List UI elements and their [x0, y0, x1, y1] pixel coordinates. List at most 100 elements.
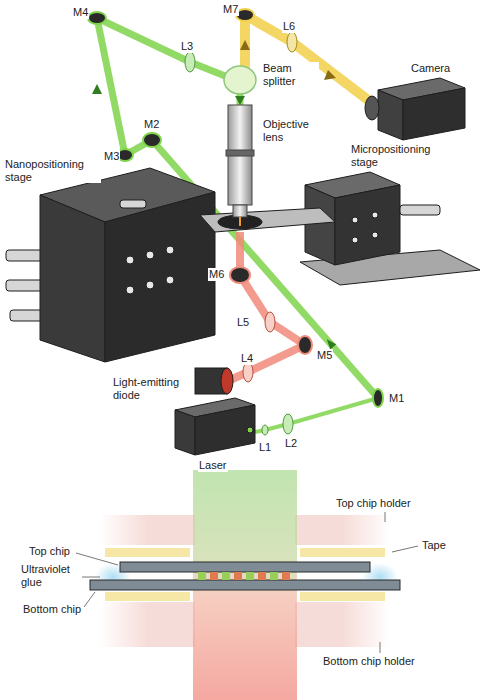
part-label: M3	[103, 150, 120, 163]
nanopositioning-stage	[6, 168, 215, 362]
chip-holder	[100, 602, 195, 647]
grating	[198, 572, 206, 580]
part-label: M5	[316, 349, 333, 362]
part-label: Ultraviolet glue	[20, 563, 82, 588]
part-label: M1	[388, 392, 405, 405]
grating	[258, 572, 266, 580]
part-label: Camera	[410, 62, 451, 75]
part-label: Laser	[198, 459, 228, 472]
led-beam	[230, 232, 305, 380]
part-label: L3	[180, 40, 194, 53]
grating	[246, 572, 254, 580]
laser	[175, 410, 195, 455]
chip	[90, 580, 400, 590]
part-label: Top chip	[28, 545, 71, 558]
lens	[265, 312, 275, 332]
mirror	[373, 389, 383, 407]
part-label: Micropositioning stage	[350, 143, 452, 168]
beam-arrow	[324, 70, 336, 80]
imaging-beam	[245, 15, 368, 100]
micropositioning-stage	[372, 232, 378, 238]
chip	[120, 562, 370, 572]
micropositioning-stage	[335, 185, 400, 265]
sample-plate	[200, 208, 335, 232]
part-label: Bottom chip holder	[322, 655, 416, 668]
leader-line	[380, 642, 381, 653]
beam-splitter	[224, 66, 256, 94]
nanopositioning-stage	[126, 286, 134, 294]
beam-arrow	[240, 40, 250, 50]
mirror	[88, 9, 383, 407]
part-label: L6	[282, 20, 296, 33]
nanopositioning-stage	[166, 276, 174, 284]
micropositioning-stage	[372, 212, 378, 218]
sample-plate	[218, 215, 262, 229]
lens	[243, 362, 253, 382]
nanopositioning-stage	[105, 192, 215, 362]
objective-lens	[226, 105, 254, 226]
objective-lens	[239, 217, 241, 226]
lens	[262, 425, 268, 435]
laser-beam	[255, 398, 378, 432]
nanopositioning-stage	[146, 251, 154, 259]
part-label: Bottom chip	[22, 603, 82, 616]
objective-lens	[233, 205, 247, 217]
mirror	[88, 12, 106, 24]
part-label: L5	[236, 316, 250, 329]
camera	[365, 96, 379, 120]
grating	[222, 572, 230, 580]
beam-splitter	[224, 66, 256, 94]
imaging-beam	[245, 15, 368, 100]
micropositioning-stage	[352, 237, 358, 243]
chip-holder	[295, 602, 390, 647]
leader-line	[385, 512, 386, 522]
tape	[300, 592, 385, 601]
part-label: M6	[208, 268, 225, 281]
tape	[105, 548, 385, 601]
part-label: Objective lens	[262, 118, 319, 143]
lens	[287, 32, 297, 52]
lens	[185, 32, 297, 435]
nanopositioning-stage	[126, 256, 134, 264]
objective-lens	[226, 150, 254, 156]
beam-arrow	[235, 96, 245, 105]
camera	[403, 88, 465, 140]
nanopositioning-stage	[120, 200, 146, 208]
mirror	[298, 336, 312, 354]
beam-arrow	[327, 339, 337, 349]
nanopositioning-stage	[146, 281, 154, 289]
tape	[105, 592, 190, 601]
light-emitting-diode	[221, 368, 233, 394]
light-emitting-diode	[195, 368, 233, 394]
mirror	[143, 133, 161, 147]
camera	[378, 90, 403, 140]
grating	[198, 572, 290, 580]
laser	[175, 398, 255, 455]
part-label: M4	[72, 6, 89, 19]
micropositioning-stage	[352, 217, 358, 223]
laser	[247, 427, 253, 433]
mirror	[230, 267, 250, 283]
tape	[105, 548, 190, 557]
grating	[210, 572, 218, 580]
lens	[283, 414, 293, 434]
part-label: L2	[284, 437, 298, 450]
grating	[270, 572, 278, 580]
micropositioning-stage	[300, 172, 480, 285]
sample-plate	[200, 208, 335, 232]
leader-line	[76, 553, 118, 565]
chip-holder	[295, 515, 390, 545]
leader-line	[392, 546, 418, 552]
chip-holder	[100, 515, 195, 545]
nanopositioning-stage	[166, 246, 174, 254]
leader-line	[80, 577, 100, 578]
part-label: Top chip holder	[335, 497, 412, 510]
part-label: M7	[222, 3, 239, 16]
chip	[90, 562, 400, 590]
leader-line	[84, 592, 95, 607]
beam-arrow	[92, 84, 102, 94]
part-label: Nanopositioning stage	[4, 158, 101, 183]
part-label: Light-emitting diode	[112, 376, 189, 401]
